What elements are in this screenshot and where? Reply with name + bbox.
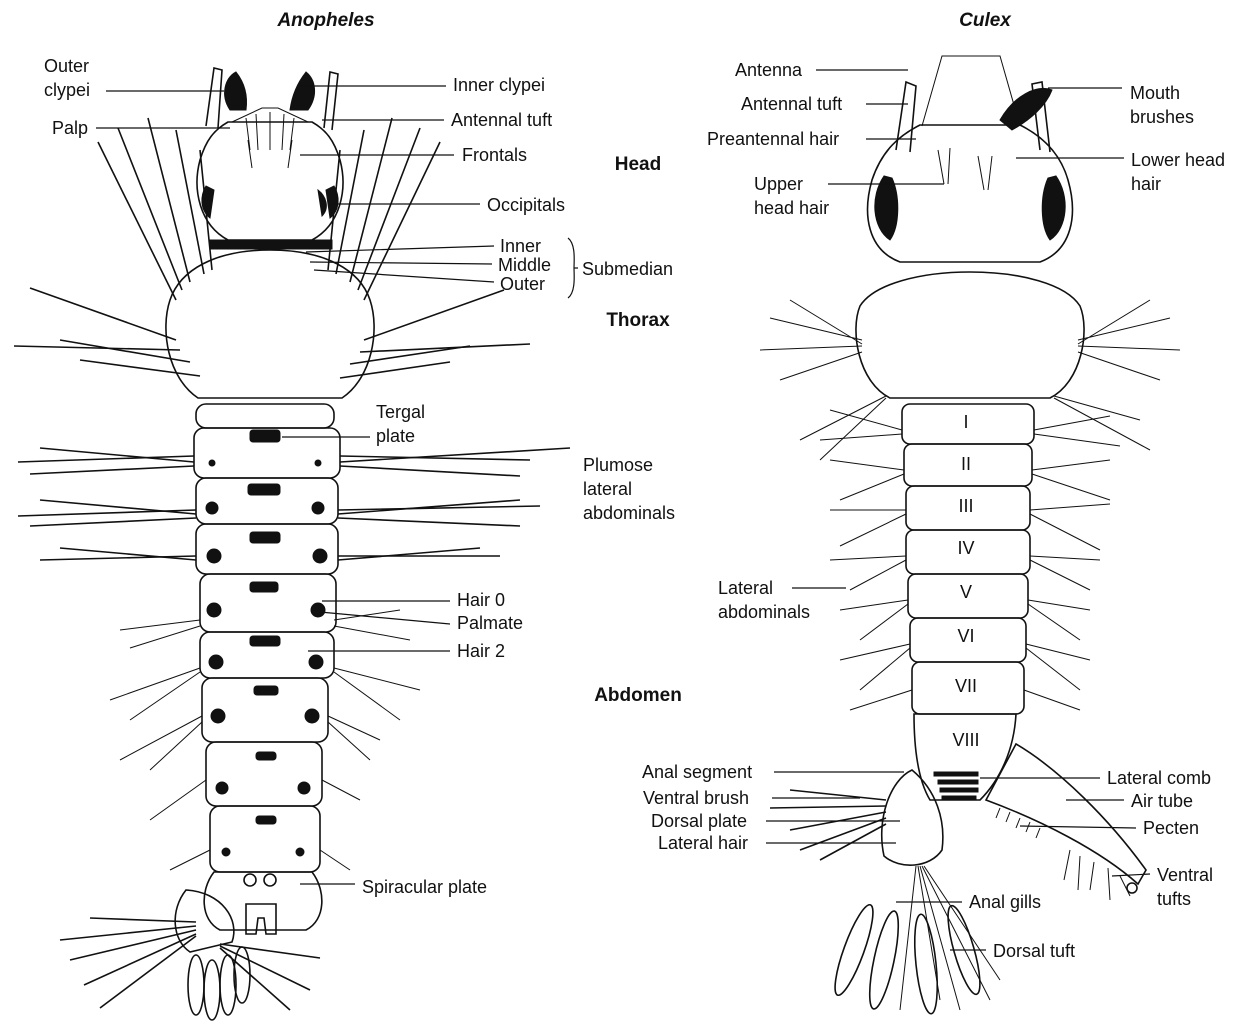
leader-ventral-tufts: [1112, 874, 1150, 876]
numeral-I: I: [963, 412, 968, 432]
label-lateral-comb: Lateral comb: [1107, 768, 1211, 788]
label-antennal-tuft-anopheles: Antennal tuft: [451, 110, 552, 130]
label-dorsal-plate: Dorsal plate: [651, 811, 747, 831]
region-thorax: Thorax: [606, 310, 670, 331]
anopheles-tergal-plates: [248, 430, 280, 824]
anopheles-antenna-left: [206, 68, 222, 128]
label-ventral-brush: Ventral brush: [643, 788, 749, 808]
label-mouth-brushes-2: brushes: [1130, 107, 1194, 127]
label-pecten: Pecten: [1143, 818, 1199, 838]
anopheles-mouth-brush-left: [225, 72, 247, 110]
label-occipitals: Occipitals: [487, 195, 565, 215]
title-anopheles: Anopheles: [276, 10, 374, 31]
culex-labels: Antenna Antennal tuft Preantennal hair U…: [642, 60, 1225, 961]
culex-segment-8: [914, 714, 1016, 800]
label-plumose-1: Plumose: [583, 455, 653, 475]
anopheles-antenna-right: [324, 72, 338, 130]
culex-thorax-hairs: [760, 300, 1180, 460]
numeral-III: III: [958, 496, 973, 516]
label-lateral-abdominals-1: Lateral: [718, 578, 773, 598]
label-spiracular-plate: Spiracular plate: [362, 877, 487, 897]
label-preantennal-hair: Preantennal hair: [707, 129, 839, 149]
numeral-V: V: [960, 582, 972, 602]
label-mouth-brushes-1: Mouth: [1130, 83, 1180, 103]
leader-palmate: [320, 612, 450, 624]
label-submedian-inner: Inner: [500, 236, 541, 256]
culex-head: [868, 125, 1073, 262]
title-culex: Culex: [959, 10, 1012, 31]
label-inner-clypei: Inner clypei: [453, 75, 545, 95]
label-plumose-3: abdominals: [583, 503, 675, 523]
region-head: Head: [615, 154, 661, 175]
leader-submedian: [306, 246, 494, 282]
leader-pecten: [1020, 826, 1136, 828]
label-plumose-2: lateral: [583, 479, 632, 499]
label-submedian: Submedian: [582, 259, 673, 279]
culex-eye-right: [1042, 176, 1065, 240]
culex-thorax: [856, 272, 1084, 398]
label-anal-segment: Anal segment: [642, 762, 752, 782]
culex-air-tube: [986, 744, 1146, 884]
culex-lateral-comb: [934, 772, 978, 800]
numeral-IV: IV: [957, 538, 974, 558]
numeral-VIII: VIII: [952, 730, 979, 750]
culex-siphon-tip: [1127, 883, 1137, 893]
label-tergal-plate-1: Tergal: [376, 402, 425, 422]
label-antenna: Antenna: [735, 60, 803, 80]
label-upper-head-hair-2: head hair: [754, 198, 829, 218]
label-outer-clypei-1: Outer: [44, 56, 89, 76]
label-frontals: Frontals: [462, 145, 527, 165]
anopheles-palmate-hairs: [206, 460, 327, 856]
label-lateral-abdominals-2: abdominals: [718, 602, 810, 622]
label-ventral-tufts-2: tufts: [1157, 889, 1191, 909]
numeral-VI: VI: [957, 626, 974, 646]
label-ventral-tufts-1: Ventral: [1157, 865, 1213, 885]
label-upper-head-hair-1: Upper: [754, 174, 803, 194]
anopheles-occipital-patch: [318, 190, 326, 216]
anopheles-collar: [210, 240, 332, 249]
label-dorsal-tuft: Dorsal tuft: [993, 941, 1075, 961]
anopheles-plumose-lateral-hairs: [18, 448, 570, 560]
region-abdomen: Abdomen: [594, 685, 682, 706]
culex-eye-left: [875, 176, 898, 240]
label-lower-head-hair-1: Lower head: [1131, 150, 1225, 170]
numeral-VII: VII: [955, 676, 977, 696]
anopheles-anal-gills: [188, 947, 250, 1020]
label-palmate: Palmate: [457, 613, 523, 633]
label-antennal-tuft-culex: Antennal tuft: [741, 94, 842, 114]
label-anal-gills: Anal gills: [969, 892, 1041, 912]
label-tergal-plate-2: plate: [376, 426, 415, 446]
label-hair2: Hair 2: [457, 641, 505, 661]
culex-abdominal-segments: [902, 404, 1034, 714]
anopheles-spiracle-right: [264, 874, 276, 886]
culex-mouth-brush: [1000, 88, 1052, 130]
anopheles-frontal-hairs: [246, 112, 294, 168]
anopheles-spiracular-segment: [204, 872, 322, 930]
label-air-tube: Air tube: [1131, 791, 1193, 811]
culex-head-hairs: [938, 148, 992, 190]
label-palp: Palp: [52, 118, 88, 138]
numeral-II: II: [961, 454, 971, 474]
label-outer-clypei-2: clypei: [44, 80, 90, 100]
label-submedian-outer: Outer: [500, 274, 545, 294]
culex-anal-segment: [882, 770, 943, 865]
label-lower-head-hair-2: hair: [1131, 174, 1161, 194]
culex-antenna-left: [896, 82, 916, 152]
submedian-bracket: [568, 238, 578, 298]
label-submedian-middle: Middle: [498, 255, 551, 275]
anopheles-lower-lateral-hairs: [110, 610, 420, 870]
culex-anal-gills: [828, 901, 986, 1014]
anopheles-spiracle-left: [244, 874, 256, 886]
label-lateral-hair: Lateral hair: [658, 833, 748, 853]
culex-ventral-brush: [770, 790, 886, 860]
label-hair0: Hair 0: [457, 590, 505, 610]
anopheles-mouth-brush-right: [290, 72, 315, 110]
culex-segment-numerals: I II III IV V VI VII VIII: [952, 412, 979, 750]
